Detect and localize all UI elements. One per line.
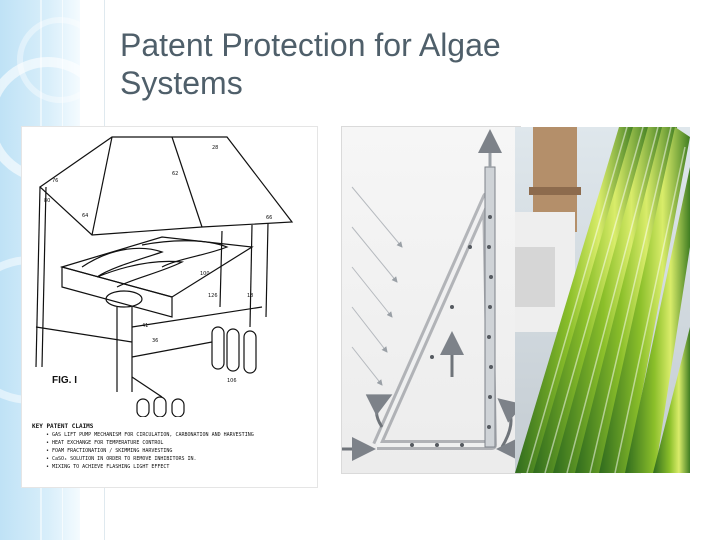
slide-title-line1: Patent Protection for Algae	[120, 27, 501, 63]
svg-text:41: 41	[142, 323, 148, 329]
svg-text:80: 80	[44, 198, 50, 204]
claim-item: • GAS LIFT PUMP MECHANISM FOR CIRCULATIO…	[46, 432, 254, 438]
claims-header: KEY PATENT CLAIMS	[32, 423, 94, 430]
patent-claims: KEY PATENT CLAIMS • GAS LIFT PUMP MECHAN…	[32, 423, 312, 471]
svg-text:106: 106	[227, 378, 237, 384]
svg-text:126: 126	[208, 293, 218, 299]
airlift-triangle-illustration	[342, 129, 524, 461]
svg-text:28: 28	[212, 145, 218, 151]
figure-label: FIG. I	[52, 375, 77, 386]
photobioreactor-sketch: 28 62 76 80 64 66 100 126 41 36 18 106	[35, 136, 294, 418]
airlift-diagram	[342, 127, 524, 473]
slide-title: Patent Protection for Algae Systems	[120, 26, 680, 102]
slide-title-line2: Systems	[120, 65, 243, 101]
claim-item: • CaSO₄ SOLUTION IN ORDER TO REMOVE INHI…	[46, 456, 197, 462]
svg-text:76: 76	[52, 178, 58, 184]
svg-text:18: 18	[247, 293, 253, 299]
claim-item: • HEAT EXCHANGE FOR TEMPERATURE CONTROL	[46, 440, 164, 446]
svg-text:100: 100	[200, 271, 210, 277]
claim-item: • MIXING TO ACHIEVE FLASHING LIGHT EFFEC…	[46, 464, 170, 470]
svg-text:66: 66	[266, 215, 272, 221]
svg-text:64: 64	[82, 213, 88, 219]
svg-text:62: 62	[172, 171, 178, 177]
algae-photobioreactor-image	[515, 127, 690, 473]
svg-text:36: 36	[152, 338, 158, 344]
algae-tube-photo	[515, 127, 690, 473]
claim-item: • FOAM FRACTIONATION / SKIMMING HARVESTI…	[46, 448, 173, 454]
